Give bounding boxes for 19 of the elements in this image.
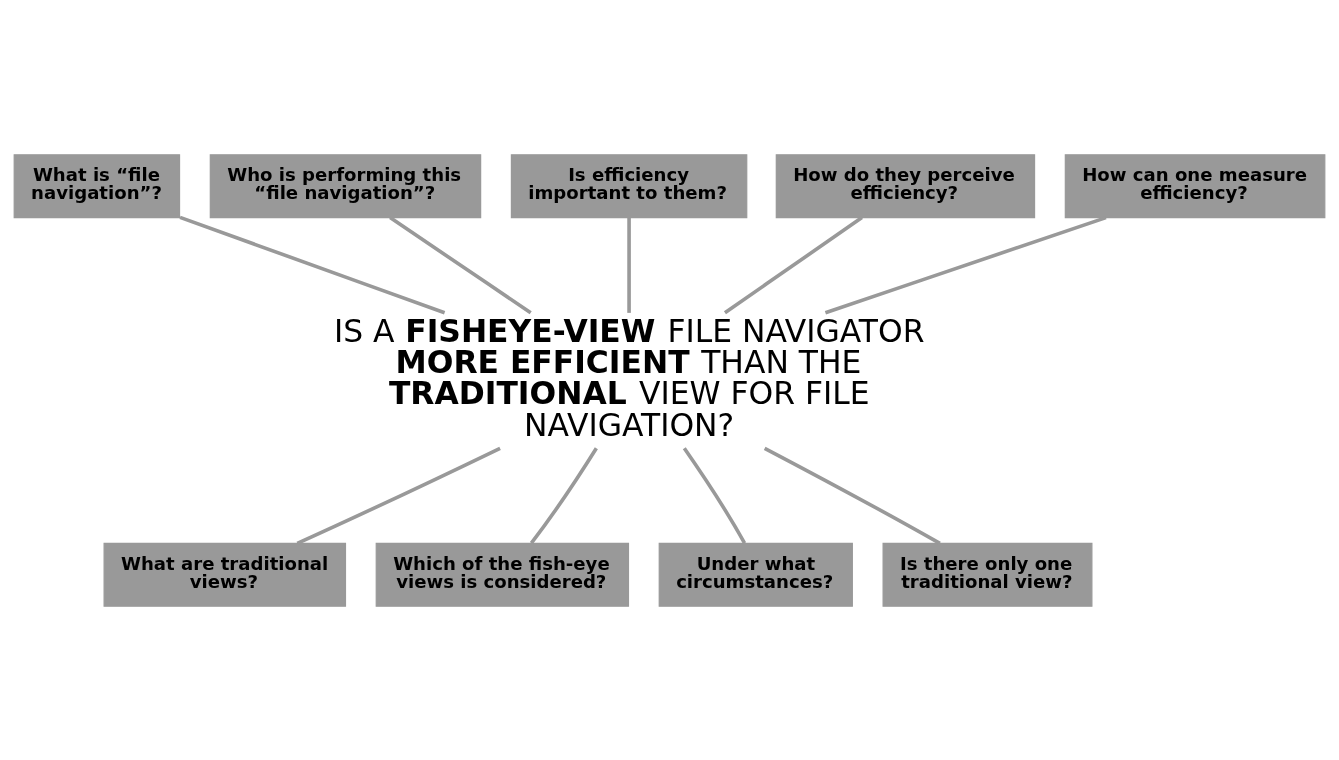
node-box: How do they perceive efficiency? [775, 153, 1036, 218]
node-box: Who is performing this “file navigation”? [209, 153, 482, 218]
node-box: Which of the fish-eye views is considered? [375, 542, 630, 607]
node-box: What is “file navigation”? [13, 153, 181, 218]
connector [179, 215, 446, 314]
connector [723, 215, 863, 314]
node-box: Is efficiency important to them? [510, 153, 748, 218]
connector [389, 215, 532, 314]
connector [763, 446, 941, 545]
node-box: Under what circumstances? [658, 542, 853, 607]
connector [296, 446, 501, 545]
connector [824, 215, 1107, 314]
connector [529, 446, 598, 544]
node-text: IS A FISHEYE-VIEW FILE NAVIGATOR MORE EFFICIENT THAN THE TRADITIONAL VIEW FOR FILE NAVIGATION? [334, 312, 925, 443]
node-box: What are traditional views? [103, 542, 347, 607]
node-box: Is there only one traditional view? [882, 542, 1093, 607]
node-box: How can one measure efficiency? [1064, 153, 1326, 218]
connector [627, 217, 631, 313]
connector [682, 446, 747, 544]
